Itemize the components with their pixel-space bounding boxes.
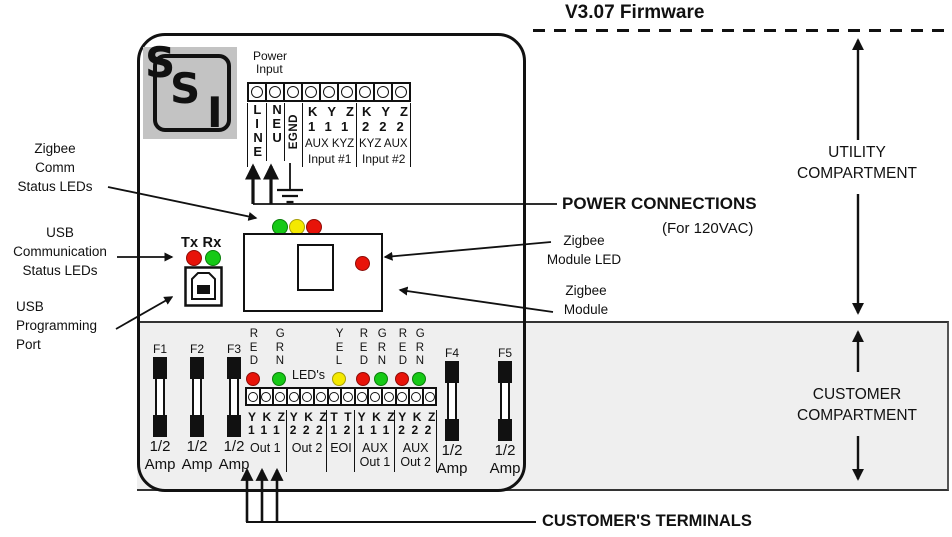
status-led-grn-aux1: GRN: [373, 328, 389, 386]
utility-compartment-label: UTILITY COMPARTMENT: [797, 144, 917, 182]
terminal-screw: [342, 389, 356, 404]
terminal-screw: [315, 389, 329, 404]
terminal-screw: [397, 389, 411, 404]
usb-programming-port-label: USB Programming Port: [16, 299, 98, 352]
output-terminal-labels: YKZ 111 Out 1 YKZ 222 Out 2 TT 12 EOI YK…: [245, 410, 437, 472]
fuse-f5: F5 1/2 Amp: [489, 346, 521, 478]
terminal-screw: [301, 389, 315, 404]
terminal-screw: [410, 389, 424, 404]
kyz2-letters: KYZ: [362, 104, 418, 119]
terminal-screw: [267, 84, 285, 100]
input1-label: Input #1: [308, 152, 352, 166]
fuse-f4: F4 1/2 Amp: [436, 346, 468, 478]
terminal-group-out2: YKZ 222 Out 2: [285, 410, 328, 472]
terminal-screw: [339, 84, 357, 100]
zigbee-module-chip: [297, 244, 334, 291]
leds-label: LED's: [292, 368, 325, 382]
usb-communication-status-leds-label: USB Communication Status LEDs: [13, 225, 107, 278]
status-led-red-aux2: RED: [394, 328, 410, 386]
logo-frame: [153, 54, 231, 132]
power-connections-label: POWER CONNECTIONS: [562, 194, 757, 213]
neutral-terminal-label: NEU: [272, 102, 282, 145]
customers-terminals-label: CUSTOMER'S TERMINALS: [542, 512, 752, 530]
terminal-group-eoi: TT 12 EOI: [326, 410, 354, 472]
input2-label: Input #2: [362, 152, 406, 166]
zigbee-module-led-label: Zigbee Module LED: [546, 233, 622, 267]
kyz2-numbers: 222: [362, 119, 414, 134]
zigbee-module-led: [355, 256, 370, 271]
power-input-label: Power Input: [253, 49, 288, 76]
aux-kyz-input1-label: AUX KYZ: [305, 138, 355, 150]
kyz-aux-input2-label: KYZ AUX: [359, 138, 408, 150]
kyz1-letters: KYZ: [308, 104, 364, 119]
terminal-screw: [357, 84, 375, 100]
status-led-yel-eoi: YEL: [331, 328, 347, 386]
terminal-screw: [329, 389, 343, 404]
fuse-f1: F1 1/2 Amp: [144, 342, 176, 474]
logo-letter: S: [170, 64, 201, 113]
zigbee-comm-status-leds-label: Zigbee Comm Status LEDs: [17, 141, 93, 194]
power-connections-voltage-label: (For 120VAC): [662, 220, 754, 237]
line-terminal-label: LINE: [253, 102, 263, 159]
compartment-divider-dashed-line: [533, 29, 948, 32]
terminal-screw: [424, 389, 436, 404]
ground-terminal-label: EGND: [284, 103, 303, 161]
customer-compartment-band: [137, 321, 949, 491]
kyz1-numbers: 111: [308, 119, 359, 134]
terminal-screw: [261, 389, 275, 404]
fuse-f2: F2 1/2 Amp: [181, 342, 213, 474]
logo-letter: I: [207, 88, 223, 137]
zigbee-module: [243, 233, 383, 312]
status-led-grn-aux2: GRN: [411, 328, 427, 386]
status-led-red-aux1: RED: [355, 328, 371, 386]
customer-compartment-label: CUSTOMER COMPARTMENT: [797, 386, 917, 424]
terminal-screw: [288, 389, 302, 404]
terminal-screw: [369, 389, 383, 404]
terminal-screw: [383, 389, 397, 404]
power-terminal-block: [247, 82, 411, 102]
power-terminal-labels: LINE NEU EGND KYZ 111 AUX KYZ Input #1 K…: [247, 103, 411, 167]
status-led-red-out1: RED: [245, 328, 261, 386]
terminal-screw: [249, 84, 267, 100]
terminal-screw: [393, 84, 409, 100]
terminal-group-out1: YKZ 111 Out 1: [248, 410, 292, 455]
terminal-group-aux-out1: YKZ 111 AUX Out 1: [353, 410, 396, 472]
logo-letter: S: [145, 38, 176, 87]
terminal-screw: [356, 389, 370, 404]
ssi-logo: S S I: [143, 42, 237, 139]
terminal-group-aux-out2: YKZ 222 AUX Out 2: [394, 410, 437, 472]
status-led-grn-out1: GRN: [271, 328, 287, 386]
tx-rx-label: Tx Rx: [181, 235, 222, 251]
terminal-screw: [247, 389, 261, 404]
terminal-screw: [375, 84, 393, 100]
terminal-screw: [303, 84, 321, 100]
terminal-screw: [321, 84, 339, 100]
output-terminal-block: [245, 387, 438, 406]
firmware-title: V3.07 Firmware: [565, 2, 705, 23]
usb-rx-led-green: [205, 250, 221, 266]
terminal-screw: [274, 389, 288, 404]
usb-b-port-icon: [184, 266, 223, 312]
zigbee-module-label: Zigbee Module: [563, 283, 609, 317]
usb-tx-led-red: [186, 250, 202, 266]
terminal-screw: [285, 84, 303, 100]
device-enclosure: [137, 33, 526, 492]
